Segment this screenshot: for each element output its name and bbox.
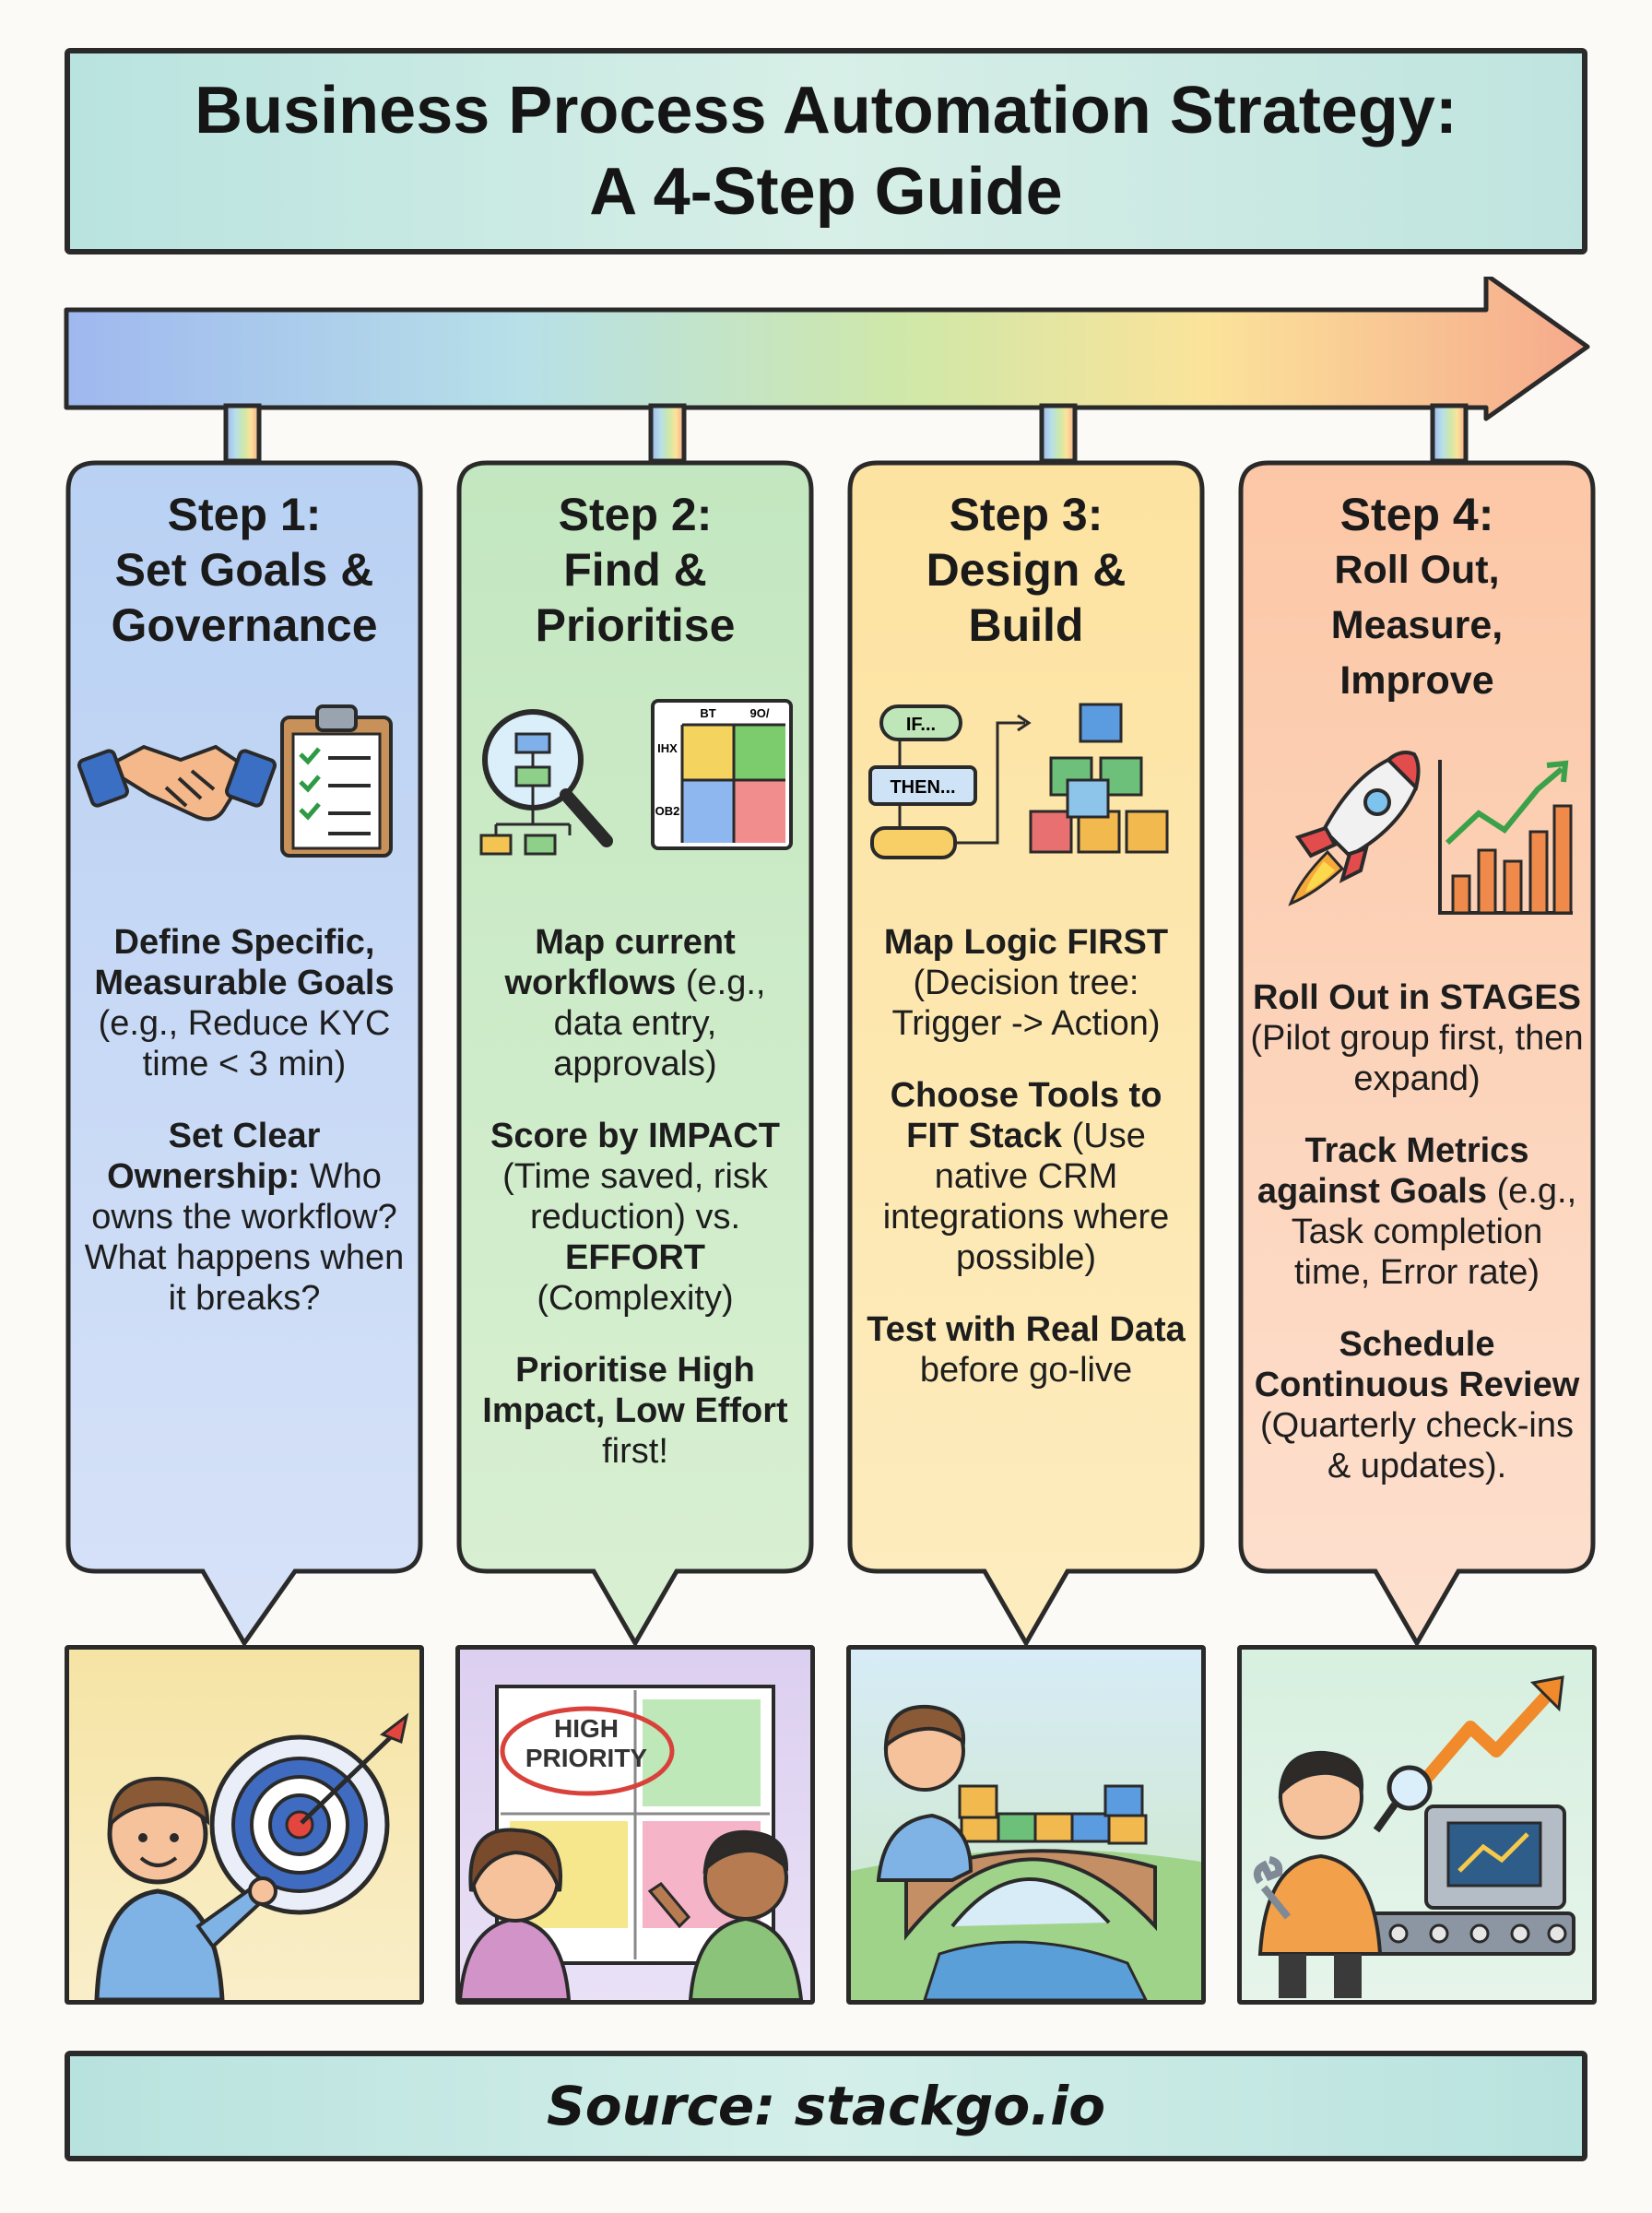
step-4-title-line1: Roll Out, Measure,: [1330, 548, 1504, 647]
step-3-title-line2: Build: [968, 599, 1084, 651]
magnifier-flowchart-icon: [479, 709, 613, 856]
step-4-p1-bold: Roll Out in STAGES: [1252, 978, 1582, 1017]
step-4-p3-text: (Quarterly check-ins & updates).: [1260, 1406, 1574, 1485]
timeline-arrow: [64, 277, 1590, 461]
step-3-p2-bold: Choose Tools to FIT Stack: [890, 1076, 1162, 1155]
step-3-p1-bold: Map Logic FIRST: [883, 923, 1169, 962]
machine: [1369, 1805, 1575, 1956]
handshake-icon: [77, 744, 277, 822]
step-3-p1-text: (Decision tree: Trigger -> Action): [891, 964, 1161, 1043]
scene-target-person: [65, 1645, 424, 2005]
step-4-title-line2: Improve: [1339, 658, 1494, 703]
step-4-label: Step 4:: [1339, 489, 1494, 540]
scene-priority-board: HIGH PRIORITY: [455, 1645, 815, 2005]
source-footer: Source: stackgo.io: [65, 2051, 1587, 2161]
step-4-p3-bold: Schedule Continuous Review: [1254, 1325, 1580, 1404]
step-2-title-line1: Find &: [563, 544, 707, 596]
step-1-p1-text: (e.g., Reduce KYC time < 3 min): [98, 1004, 391, 1083]
step-2-p2-bold2: EFFORT: [565, 1238, 705, 1277]
growth-chart-icon: [1438, 760, 1573, 915]
step-3-title-line1: Design &: [926, 544, 1127, 596]
step-3-p2-text: (Use native CRM integrations where possi…: [882, 1117, 1170, 1277]
step-3-label: Step 3:: [949, 489, 1103, 540]
person-man: [647, 1829, 804, 2000]
title-banner: Business Process Automation Strategy: A …: [65, 48, 1587, 254]
flow-then-label: THEN...: [890, 777, 955, 798]
priority-board: [495, 1685, 775, 1965]
growth-arrow-icon: [1421, 1675, 1564, 1783]
step-3-p3-bold: Test with Real Data: [867, 1310, 1186, 1349]
blocks-row: [960, 1784, 1148, 1845]
step-1-card: Step 1: Set Goals & Governance: [65, 459, 424, 1648]
person-woman: [460, 1828, 572, 2000]
high-priority-label: HIGH PRIORITY: [525, 1714, 648, 1772]
step-2-card: Step 2: Find & Prioritise: [455, 459, 815, 1649]
person-engineer: [1253, 1750, 1383, 1998]
step-1-p1-bold: Define Specific, Measurable Goals: [94, 923, 395, 1002]
matrix-label-left-bottom: OB2: [655, 804, 680, 818]
step-1-title-line2: Governance: [111, 599, 378, 651]
target-icon: [209, 1712, 409, 1915]
step-2-p3-bold: Prioritise High Impact, Low Effort: [482, 1351, 788, 1430]
step-4-p2-text: (e.g., Task completion time, Error rate): [1291, 1172, 1577, 1292]
step-2-p2-bold1: Score by IMPACT: [490, 1117, 780, 1155]
page-title-line2: A 4-Step Guide: [589, 155, 1063, 229]
matrix-label-top-right: 9O/: [750, 706, 770, 720]
step-3-card: Step 3: Design & Build IF... THEN...: [846, 459, 1206, 1649]
step-4-p1-text: (Pilot group first, then expand): [1250, 1019, 1584, 1098]
rocket-icon: [1288, 751, 1421, 906]
matrix-label-left-top: IHX: [657, 741, 678, 755]
priority-matrix-icon: BT 9O/ IHX OB2: [651, 699, 793, 850]
step-2-p2-text: (Complexity): [537, 1279, 734, 1318]
step-2-p2-mid: (Time saved, risk reduction) vs.: [502, 1157, 768, 1237]
if-then-flow-icon: IF... THEN...: [868, 704, 1032, 859]
person-pointing: [94, 1776, 277, 2000]
step-4-p2-bold: Track Metrics against Goals: [1257, 1131, 1529, 1211]
step-1-p2-bold: Set Clear Ownership:: [107, 1117, 321, 1196]
page-title-line1: Business Process Automation Strategy:: [195, 74, 1457, 148]
magnifier-icon: [1373, 1765, 1433, 1833]
blocks-stack-icon: [1029, 703, 1169, 854]
scene-bridge-builder: [846, 1645, 1206, 2005]
step-1-title-line1: Set Goals &: [114, 544, 374, 596]
step-2-label: Step 2:: [558, 489, 713, 540]
step-1-label: Step 1:: [167, 489, 322, 540]
flow-if-label: IF...: [906, 715, 936, 735]
step-4-card: Step 4: Roll Out, Measure, Improve: [1237, 459, 1597, 1649]
step-3-p3-text: before go-live: [919, 1351, 1133, 1390]
scene-machine-operator: [1237, 1645, 1597, 2005]
step-2-p1-text: (e.g., data entry, approvals): [553, 964, 766, 1083]
person-builder: [876, 1704, 998, 1882]
clipboard-checklist-icon: [280, 704, 393, 858]
step-4-bubble: [1238, 460, 1596, 1649]
step-2-title-line2: Prioritise: [535, 599, 736, 651]
step-1-p2-text: Who owns the workflow? What happens when…: [84, 1157, 405, 1318]
step-2-p3-text: first!: [602, 1432, 668, 1471]
step-2-p1-bold: Map current workflows: [504, 923, 736, 1002]
matrix-label-top-left: BT: [700, 706, 715, 720]
source-text: Source: stackgo.io: [546, 2075, 1106, 2137]
